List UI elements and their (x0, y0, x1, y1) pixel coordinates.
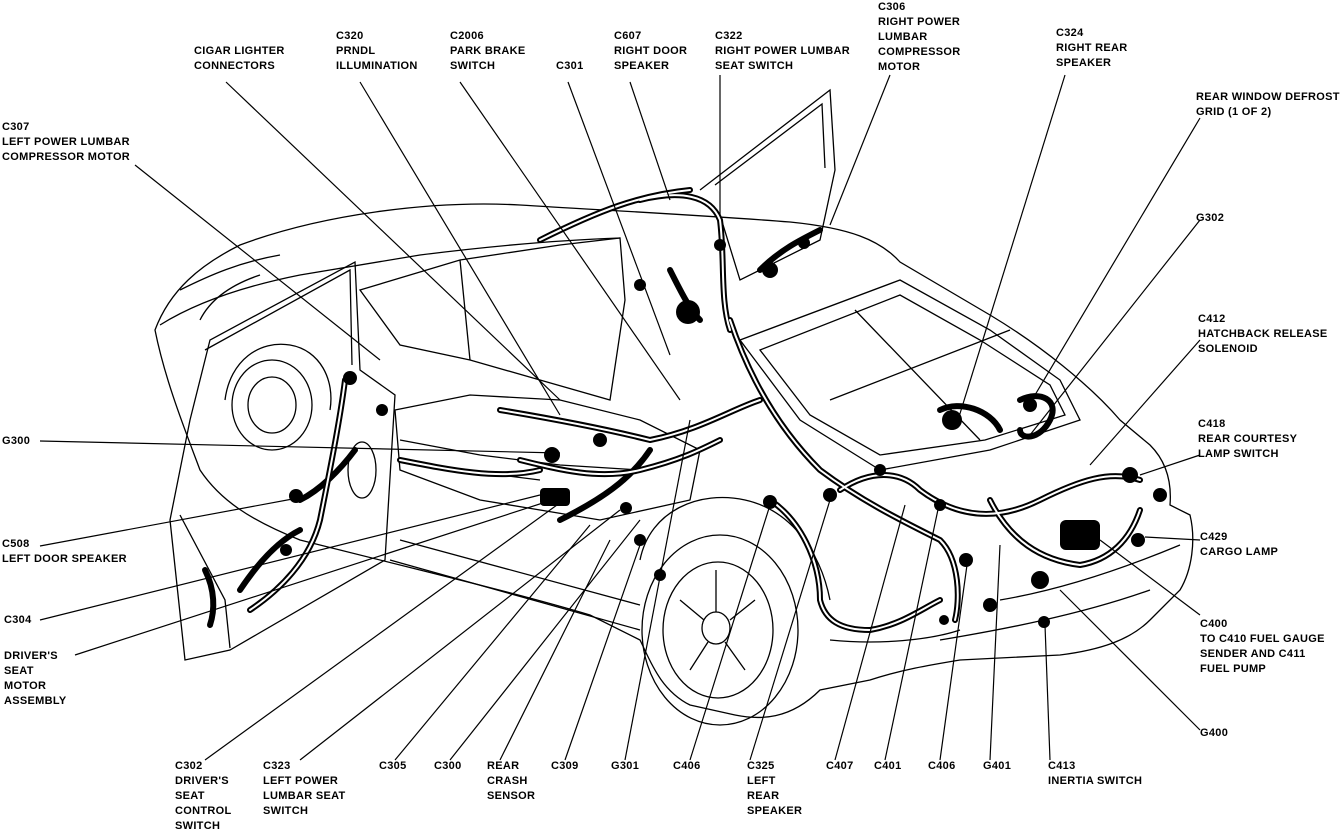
label-c305: C305 (379, 760, 407, 772)
wiring-harness (202, 187, 1143, 633)
label-c304: C304 (4, 614, 32, 626)
label-c406-right: C406 (928, 760, 956, 772)
label-g302: G302 (1196, 212, 1225, 224)
label-g400: G400 (1200, 727, 1229, 739)
car-body-outline (154, 88, 1194, 726)
label-c406-left: C406 (673, 760, 701, 772)
connectors (280, 237, 1167, 628)
label-g401: G401 (983, 760, 1012, 772)
label-c300: C300 (434, 760, 462, 772)
label-g300: G300 (2, 435, 31, 447)
label-g301: G301 (611, 760, 640, 772)
leader-lines (39, 74, 1201, 761)
label-c301: C301 (556, 60, 584, 72)
label-c309: C309 (551, 760, 579, 772)
label-c401: C401 (874, 760, 902, 772)
label-c407: C407 (826, 760, 854, 772)
